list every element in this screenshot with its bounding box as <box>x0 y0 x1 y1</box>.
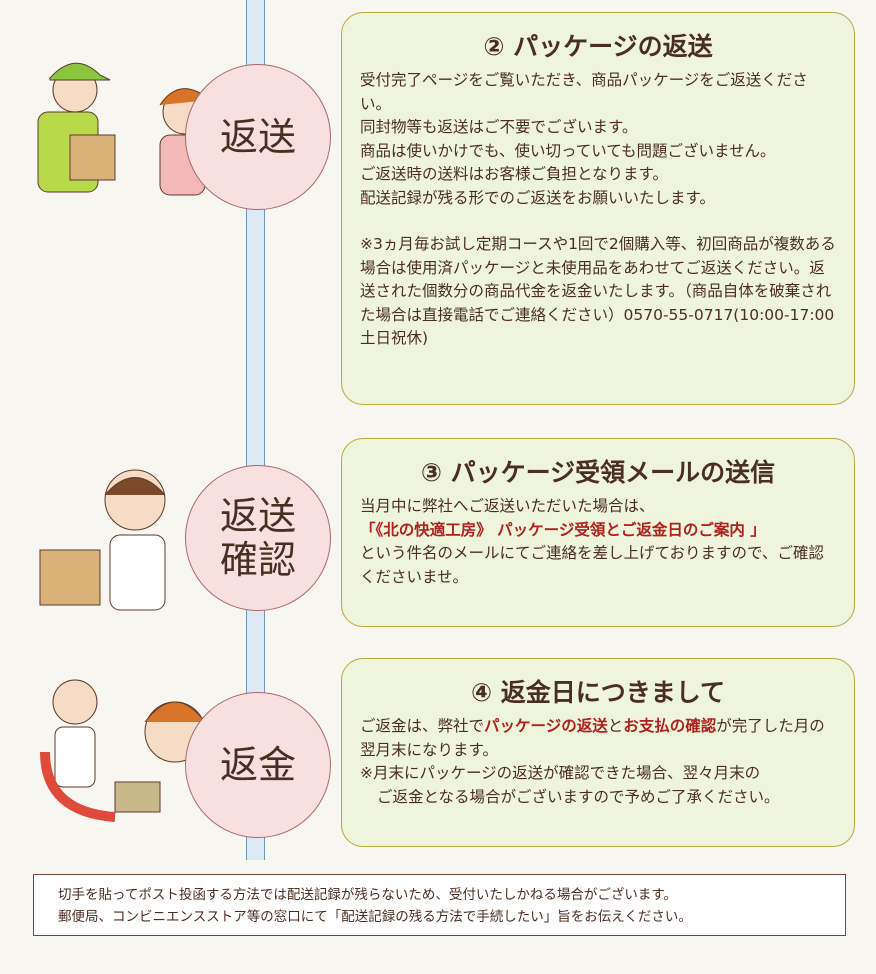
card-title: ④ 返金日につきまして <box>470 678 726 707</box>
card-note: ご返金となる場合がございますので予めご了承ください。 <box>377 787 780 806</box>
notice-line: 切手を貼ってポスト投函する方法では配送記録が残らないため、受付いたしかねる場合が… <box>58 887 677 903</box>
card-note: ※3ヵ月毎お試し定期コースや1回で2個購入等、初回商品が複数ある場合は使用済パッ… <box>360 235 836 347</box>
timeline-line <box>246 0 265 860</box>
card-line: ご返送時の送料はお客様ご負担となります。 <box>360 165 668 183</box>
card-line: 商品は使いかけでも、使い切っていても問題ございません。 <box>360 141 776 160</box>
card-line: 受付完了ページをご覧いただき、商品パッケージをご返送ください。 <box>360 71 808 113</box>
step-card-return: ② パッケージの返送 受付完了ページをご覧いただき、商品パッケージをご返送くださ… <box>341 12 855 405</box>
text: ご返金は、弊社で <box>360 717 485 735</box>
step-circle-refund: 返金 <box>185 692 331 838</box>
card-line: 同封物等も返送はご不要でございます。 <box>360 118 638 136</box>
refund-illustration <box>40 679 206 822</box>
text: が完了した月の翌月末になります。 <box>360 717 825 759</box>
notice-line: 郵便局、コンビニエンスストア等の窓口にて「配送記録の残る方法で手続したい」旨をお… <box>58 909 692 925</box>
card-title: ② パッケージの返送 <box>483 32 713 61</box>
notice-box: 切手を貼ってポスト投函する方法では配送記録が残らないため、受付いたしかねる場合が… <box>33 874 846 936</box>
step-circle-confirm: 返送 確認 <box>185 465 331 611</box>
card-title: ③ パッケージ受領メールの送信 <box>420 458 776 487</box>
card-line: という件名のメールにてご連絡を差し上げておりますので、ご確認くださいませ。 <box>360 544 824 586</box>
email-subject-highlight: 「《北の快適工房》 パッケージ受領とご返金日のご案内 」 <box>360 520 766 539</box>
text: と <box>607 717 624 735</box>
card-note: ※月末にパッケージの返送が確認できた場合、翌々月末の <box>360 764 761 782</box>
step-circle-return: 返送 <box>185 64 331 210</box>
highlight-package-return: パッケージの返送 <box>484 717 608 735</box>
card-line: 配送記録が残る形でのご返送をお願いいたします。 <box>360 188 715 207</box>
highlight-payment-confirm: お支払の確認 <box>623 717 717 735</box>
staff-with-box-illustration <box>39 469 166 611</box>
card-line: ご返金は、弊社でパッケージの返送とお支払の確認が完了した月の翌月末になります。 <box>360 715 836 762</box>
card-line: 当月中に弊社へご返送いただいた場合は、 <box>360 497 655 515</box>
step-card-refund: ④ 返金日につきまして ご返金は、弊社でパッケージの返送とお支払の確認が完了した… <box>341 658 855 847</box>
step-card-confirm: ③ パッケージ受領メールの送信 当月中に弊社へご返送いただいた場合は、 「《北の… <box>341 438 855 627</box>
